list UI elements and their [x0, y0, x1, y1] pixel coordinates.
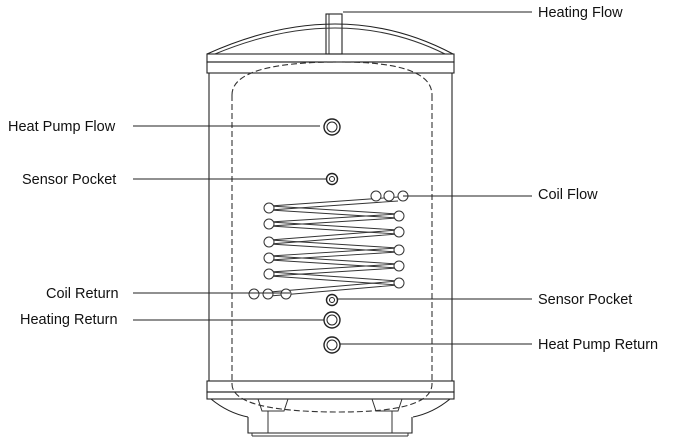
top-band [206, 53, 455, 74]
bottom-band [206, 380, 455, 400]
top-dome [206, 23, 454, 55]
heating-flow-pipe [325, 13, 343, 55]
heat-pump-flow-port [323, 118, 341, 136]
sensor-pocket-upper-label: Sensor Pocket [22, 172, 116, 188]
heat-pump-flow-label: Heat Pump Flow [8, 119, 116, 135]
heating-return-label: Heating Return [20, 312, 118, 328]
heat-pump-return-port [323, 336, 341, 354]
outer-shell [208, 73, 453, 381]
sensor-pocket-lower-port [325, 293, 339, 307]
inner-tank-outline [231, 61, 433, 413]
heating-flow-label: Heating Flow [538, 5, 623, 21]
coil-return-label: Coil Return [46, 286, 119, 302]
coil-flow-label: Coil Flow [538, 187, 598, 203]
sensor-pocket-upper-port [325, 172, 339, 186]
heat-pump-return-label: Heat Pump Return [538, 337, 658, 353]
heating-return-port [323, 311, 341, 329]
heat-exchanger-coil [248, 190, 409, 300]
sensor-pocket-lower-label: Sensor Pocket [538, 292, 632, 308]
base-skirt [210, 398, 451, 437]
